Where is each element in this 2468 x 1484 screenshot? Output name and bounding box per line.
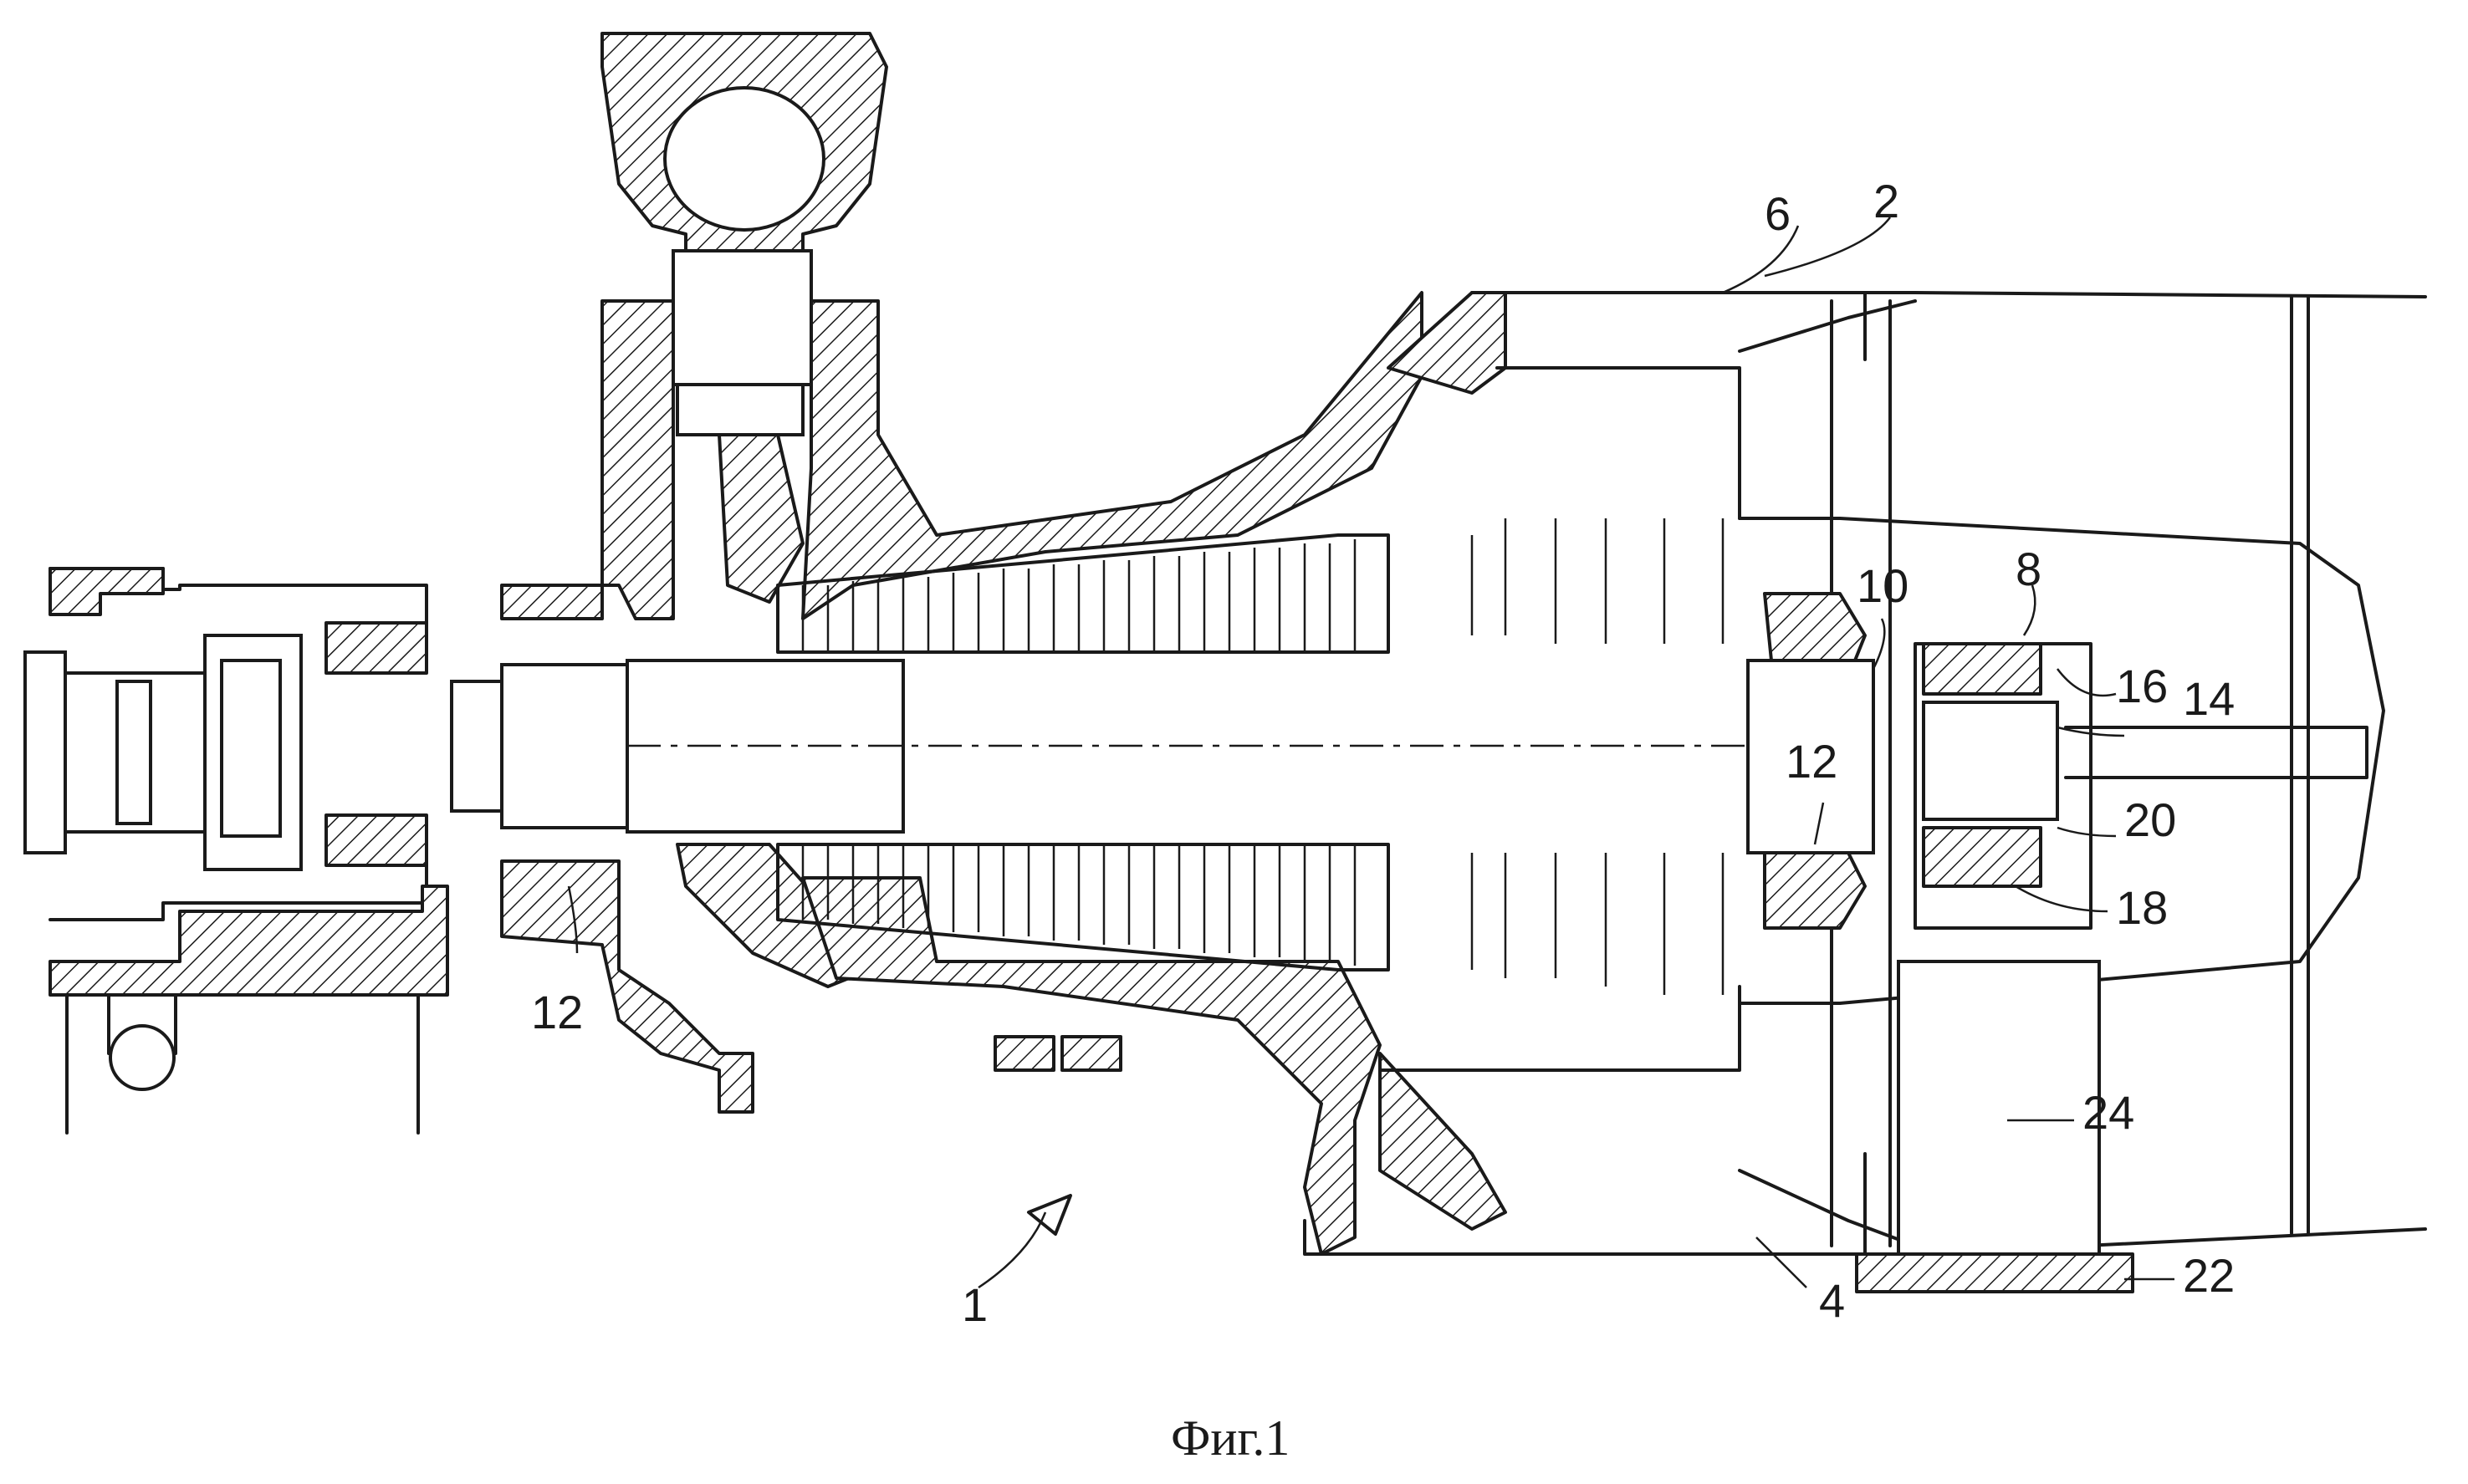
label-10: 10 (1857, 559, 1908, 612)
inlet-casing (502, 33, 1422, 619)
label-4: 4 (1819, 1274, 1845, 1327)
label-6: 6 (1765, 187, 1791, 240)
lower-casing (502, 844, 1380, 1254)
label-20: 20 (2124, 793, 2176, 846)
label-24: 24 (2082, 1086, 2134, 1139)
label-12-left: 12 (531, 986, 583, 1038)
label-2: 2 (1873, 175, 1899, 227)
label-14: 14 (2183, 672, 2235, 725)
label-1: 1 (962, 1278, 988, 1331)
label-18: 18 (2116, 881, 2168, 934)
label-22: 22 (2183, 1249, 2235, 1302)
coupling-assembly (25, 569, 447, 1133)
label-16: 16 (2116, 660, 2168, 712)
figure-caption: Фиг.1 (1171, 1410, 1290, 1466)
label-12-right: 12 (1786, 735, 1837, 788)
label-8: 8 (2016, 543, 2041, 595)
rotor-shaft (452, 660, 1748, 832)
